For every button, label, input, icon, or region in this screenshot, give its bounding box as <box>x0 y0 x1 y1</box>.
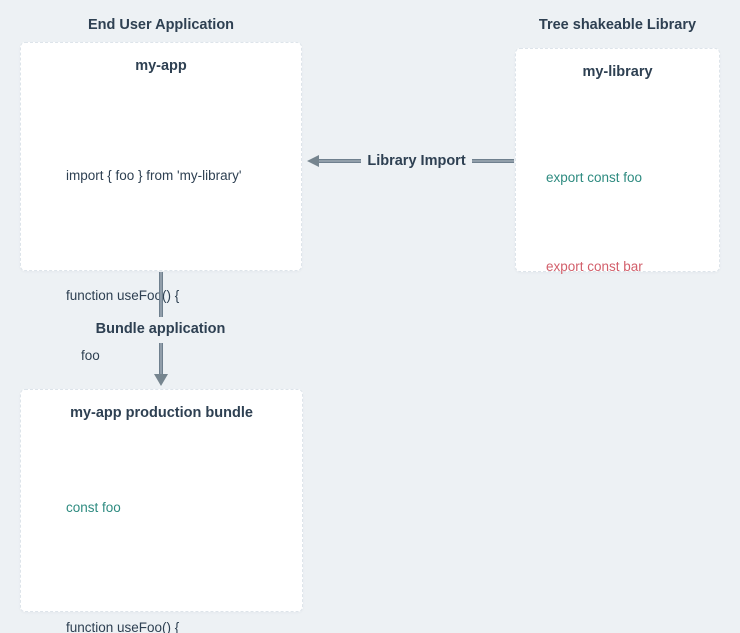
const-foo-line: const foo <box>66 500 121 515</box>
my-library-box: my-library export const foo export const… <box>515 48 720 274</box>
section-heading-end-user-application: End User Application <box>87 17 235 33</box>
section-heading-tree-shakeable-library: Tree shakeable Library <box>538 17 697 33</box>
arrow-left-icon <box>307 155 319 167</box>
arrow-line <box>319 159 362 163</box>
code-line: function useFoo() { <box>66 620 180 633</box>
arrow-down-icon <box>153 374 168 386</box>
my-library-box-title: my-library <box>582 64 653 80</box>
bundle-application-label: Bundle application <box>95 321 226 337</box>
code-line: foo <box>66 348 100 363</box>
bundle-arrow-line-top <box>158 272 163 317</box>
arrow-line <box>471 159 515 163</box>
library-import-label: Library Import <box>367 153 466 169</box>
my-app-box-title: my-app <box>135 58 187 74</box>
code-line <box>66 226 293 246</box>
production-bundle-box-title: my-app production bundle <box>70 405 253 421</box>
code-line: function useFoo() { <box>66 288 180 303</box>
export-bar-line: export const bar <box>546 259 643 274</box>
code-line <box>66 558 294 578</box>
production-bundle-box: my-app production bundle const foo funct… <box>20 389 303 633</box>
export-foo-line: export const foo <box>546 170 643 185</box>
production-bundle-code-block: const foo function useFoo() { foo } <box>66 458 294 633</box>
code-line: import { foo } from 'my-library' <box>66 168 242 183</box>
library-import-arrow: Library Import <box>307 149 515 173</box>
bundle-arrow-line-bottom <box>158 343 163 374</box>
my-library-code-block: export const foo export const bar <box>546 128 711 317</box>
my-app-box: my-app import { foo } from 'my-library' … <box>20 42 302 423</box>
